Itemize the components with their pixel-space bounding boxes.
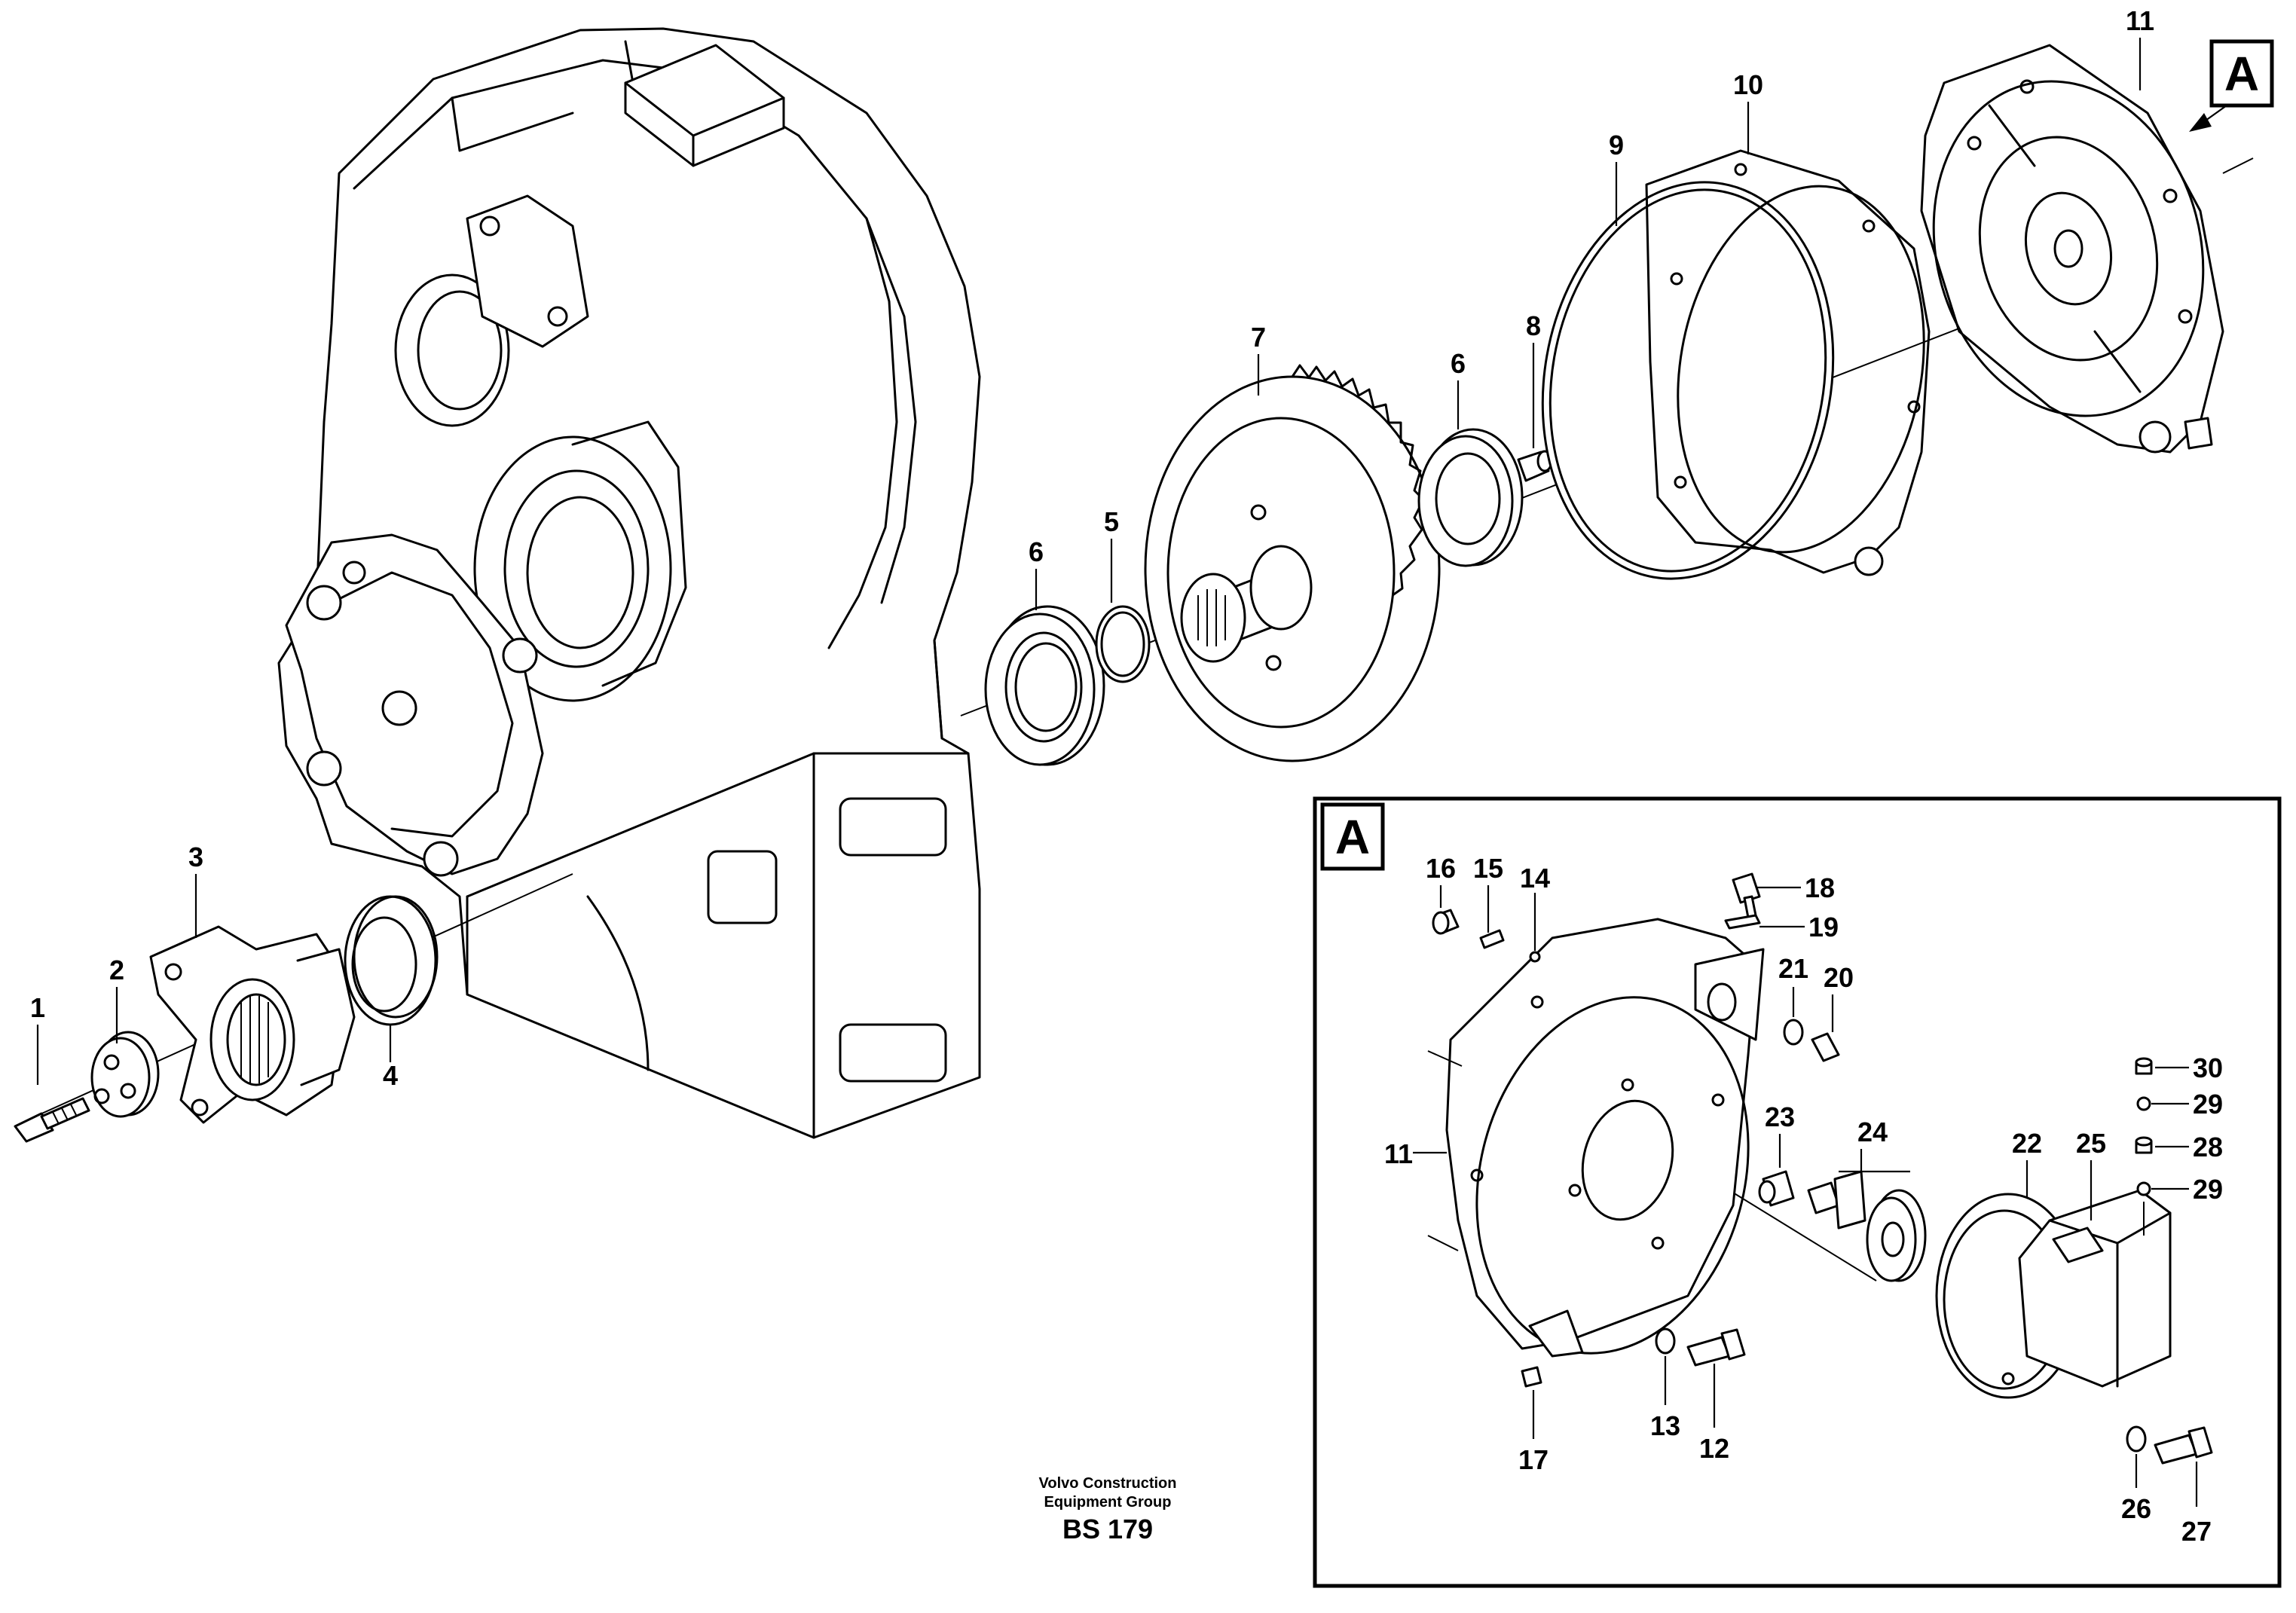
- part-bolt: [14, 1097, 90, 1143]
- callout-label: 9: [1609, 130, 1624, 160]
- callout-label: 20: [1824, 962, 1854, 993]
- part-companion-flange: [149, 925, 356, 1124]
- callout-label: 27: [2181, 1516, 2212, 1547]
- part-seal-ring: [344, 895, 439, 1026]
- transmission-housing: [277, 27, 981, 1139]
- part-o-ring-large: [1541, 181, 1835, 580]
- part-plug: [1517, 450, 1553, 482]
- main-callouts: 1 2 3 4 5 6 6 7 8 9 10 11: [30, 5, 2154, 1091]
- callout-label: 11: [2126, 5, 2154, 36]
- part-washer-plate: [90, 1031, 160, 1118]
- detail-ref-arrow: A: [2189, 39, 2274, 132]
- callout-label: 3: [188, 842, 203, 872]
- callout-label: 14: [1520, 863, 1550, 894]
- part-gasket: [1645, 149, 1931, 576]
- callout-label: 17: [1518, 1444, 1549, 1475]
- callout-label: 19: [1808, 912, 1839, 942]
- callout-label: 8: [1526, 310, 1541, 341]
- callout-label: 24: [1857, 1117, 1888, 1147]
- footer-drawing-code: BS 179: [1062, 1514, 1153, 1544]
- callout-label: 6: [1451, 348, 1466, 379]
- callout-label: 6: [1029, 536, 1044, 567]
- detail-ref-letter: A: [2224, 47, 2259, 101]
- part-bearing-right: [1417, 428, 1524, 567]
- callout-label: 2: [109, 955, 124, 985]
- callout-label: 7: [1251, 322, 1266, 353]
- callout-label: 12: [1699, 1433, 1729, 1464]
- callout-label: 26: [2121, 1493, 2151, 1524]
- callout-label: 1: [30, 992, 45, 1023]
- callout-label: 23: [1765, 1101, 1795, 1132]
- callout-label: 25: [2076, 1128, 2106, 1159]
- callout-label: 21: [1778, 953, 1808, 984]
- part-gear-shaft: [1144, 364, 1441, 762]
- part-cover: [1920, 44, 2224, 454]
- callout-label: 29: [2193, 1174, 2223, 1205]
- callout-label: 11: [1384, 1138, 1413, 1169]
- callout-label: 28: [2193, 1132, 2223, 1162]
- detail-a-panel: A: [1313, 796, 2282, 1588]
- detail-box-letter: A: [1335, 810, 1370, 864]
- callout-label: 29: [2193, 1089, 2223, 1120]
- footer-company-line2: Equipment Group: [1044, 1494, 1172, 1511]
- callout-label: 10: [1733, 69, 1763, 100]
- callout-label: 16: [1426, 853, 1456, 884]
- callout-label: 13: [1650, 1410, 1680, 1441]
- callout-label: 15: [1473, 853, 1503, 884]
- footer-company-line1: Volvo Construction: [1039, 1475, 1177, 1492]
- callout-label: 22: [2012, 1128, 2042, 1159]
- callout-label: 18: [1805, 872, 1835, 903]
- callout-label: 4: [383, 1060, 398, 1091]
- part-bearing-left: [984, 605, 1105, 766]
- callout-label: 5: [1104, 506, 1119, 537]
- drawing-footer: Volvo Construction Equipment Group BS 17…: [1039, 1475, 1177, 1544]
- part-o-ring-small: [1095, 605, 1151, 683]
- callout-label: 30: [2193, 1052, 2223, 1083]
